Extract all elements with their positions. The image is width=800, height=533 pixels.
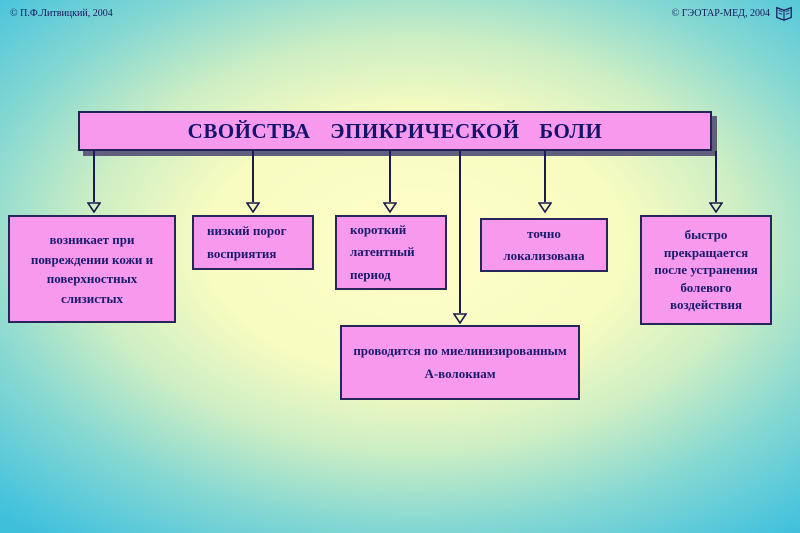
arrow-line (93, 151, 95, 202)
arrow-down-icon (87, 202, 101, 213)
box-fast-stop: быстро прекращается после устранения бол… (640, 215, 772, 325)
box-label: проводится по миелинизированным А-волокн… (353, 343, 567, 381)
arrow-line (459, 151, 461, 313)
arrow-down-icon (453, 313, 467, 324)
copyright-author: © П.Ф.Литвицкий, 2004 (10, 8, 113, 19)
arrow-line (544, 151, 546, 202)
box-label: быстро прекращается после устранения бол… (654, 227, 758, 313)
box-label: точно локализована (503, 225, 585, 263)
box-short-latency: короткий латентный период (335, 215, 447, 290)
box-skin-damage: возникает при повреждении кожи и поверхн… (8, 215, 176, 323)
arrow-line (252, 151, 254, 202)
arrow-down-icon (538, 202, 552, 213)
arrow-line (715, 151, 717, 202)
publisher-logo-icon (776, 6, 792, 21)
box-label: короткий латентный период (350, 222, 415, 282)
arrow-down-icon (709, 202, 723, 213)
box-a-fibers: проводится по миелинизированным А-волокн… (340, 325, 580, 400)
box-label: низкий порог восприятия (207, 223, 287, 261)
slide-title: СВОЙСТВА ЭПИКРИЧЕСКОЙ БОЛИ (187, 118, 603, 143)
box-label: возникает при повреждении кожи и поверхн… (30, 232, 154, 306)
box-low-threshold: низкий порог восприятия (192, 215, 314, 270)
box-localized: точно локализована (480, 218, 608, 272)
arrow-line (389, 151, 391, 202)
title-box: СВОЙСТВА ЭПИКРИЧЕСКОЙ БОЛИ (78, 111, 712, 151)
arrow-down-icon (246, 202, 260, 213)
copyright-publisher: © ГЭОТАР-МЕД, 2004 (671, 8, 770, 19)
arrow-down-icon (383, 202, 397, 213)
